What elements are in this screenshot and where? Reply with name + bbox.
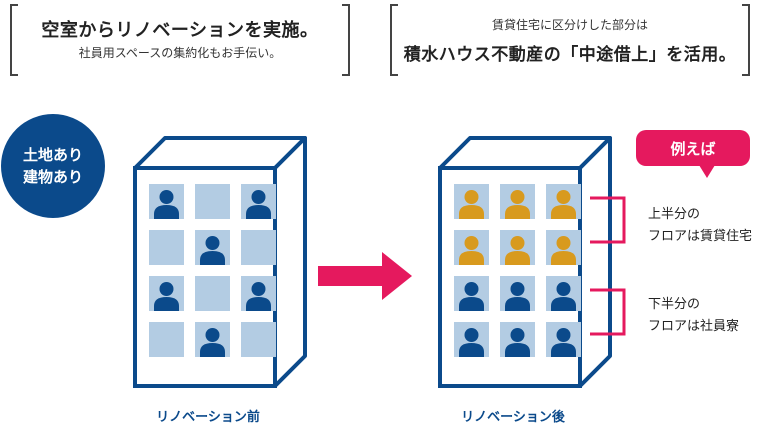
resident-person-icon — [459, 236, 484, 265]
resident-person-icon — [459, 190, 484, 219]
bracket-frame-icon — [10, 4, 350, 76]
upper-note-line-1: 上半分の — [648, 207, 701, 222]
before-window — [241, 230, 276, 265]
right-arrow-icon — [318, 252, 412, 300]
building-after — [438, 136, 613, 388]
upper-floors-note: 上半分の フロアは賃貸住宅 — [648, 204, 752, 248]
after-window — [500, 230, 535, 265]
after-window — [500, 276, 535, 311]
after-window — [454, 322, 489, 357]
building-before — [133, 136, 308, 388]
before-side — [273, 136, 307, 388]
before-window — [195, 230, 230, 265]
bracket-frame-icon — [390, 4, 750, 76]
after-window — [546, 276, 581, 311]
after-window — [546, 184, 581, 219]
resident-person-icon — [505, 236, 530, 265]
lower-floors-bracket-icon — [590, 288, 626, 336]
employee-person-icon — [505, 282, 530, 311]
before-description-subtitle: 社員用スペースの集約化もお手伝い。 — [78, 46, 282, 60]
employee-person-icon — [551, 328, 576, 357]
employee-person-icon — [505, 328, 530, 357]
before-description-title: 空室からリノベーションを実施。 — [41, 20, 319, 41]
after-description-title: 積水ハウス不動産の「中途借上」を活用。 — [403, 45, 737, 65]
before-window — [149, 322, 184, 357]
lower-note-line-2: フロアは社員寮 — [648, 319, 740, 334]
employee-person-icon — [200, 328, 225, 357]
land-building-badge: 土地あり 建物あり — [1, 114, 105, 218]
before-window — [241, 276, 276, 311]
lower-floors-note: 下半分の フロアは社員寮 — [648, 294, 739, 338]
employee-person-icon — [246, 282, 271, 311]
employee-person-icon — [246, 190, 271, 219]
before-window — [149, 184, 184, 219]
before-window — [241, 322, 276, 357]
before-caption: リノベーション前 — [156, 410, 260, 425]
after-window — [454, 184, 489, 219]
before-window — [195, 184, 230, 219]
after-side — [578, 136, 612, 388]
building-after-illustration — [438, 136, 612, 388]
callout-tail-icon — [699, 165, 715, 178]
before-window — [149, 230, 184, 265]
before-window — [241, 184, 276, 219]
after-window — [500, 322, 535, 357]
after-window — [454, 230, 489, 265]
employee-person-icon — [154, 282, 179, 311]
building-before-illustration — [133, 136, 307, 388]
employee-person-icon — [200, 236, 225, 265]
upper-note-line-2: フロアは賃貸住宅 — [648, 229, 753, 244]
example-callout: 例えば — [636, 130, 750, 166]
resident-person-icon — [551, 190, 576, 219]
employee-person-icon — [154, 190, 179, 219]
after-description-subtitle: 賃貸住宅に区分けした部分は — [491, 18, 648, 32]
after-window — [546, 230, 581, 265]
badge-line-2: 建物あり — [22, 168, 83, 186]
lower-note-line-1: 下半分の — [648, 297, 701, 312]
after-window — [500, 184, 535, 219]
transition-arrow — [316, 248, 416, 308]
after-window — [546, 322, 581, 357]
badge-line-1: 土地あり — [22, 146, 83, 164]
upper-floors-bracket-icon — [590, 196, 626, 244]
before-window — [195, 276, 230, 311]
resident-person-icon — [551, 236, 576, 265]
after-description-box: 賃貸住宅に区分けした部分は 積水ハウス不動産の「中途借上」を活用。 — [390, 4, 750, 76]
after-caption: リノベーション後 — [461, 410, 565, 425]
employee-person-icon — [459, 282, 484, 311]
after-window — [454, 276, 489, 311]
employee-person-icon — [551, 282, 576, 311]
employee-person-icon — [459, 328, 484, 357]
resident-person-icon — [505, 190, 530, 219]
before-description-box: 空室からリノベーションを実施。 社員用スペースの集約化もお手伝い。 — [10, 4, 350, 76]
before-window — [195, 322, 230, 357]
before-window — [149, 276, 184, 311]
